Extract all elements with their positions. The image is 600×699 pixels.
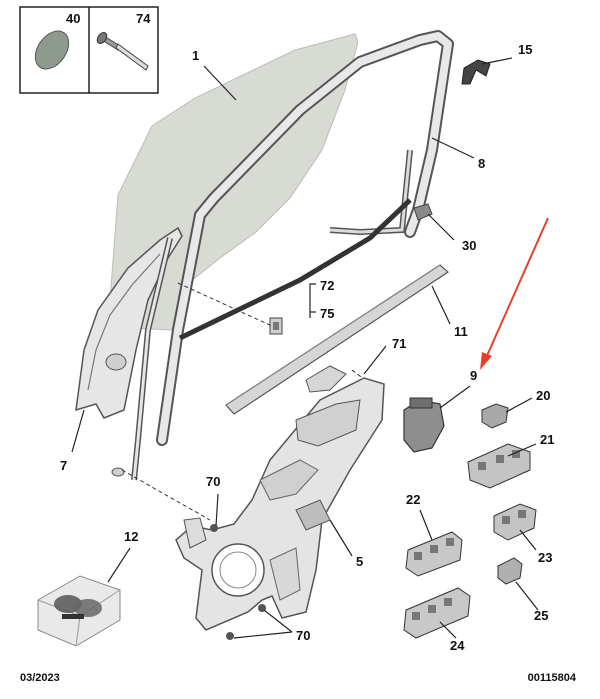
window-motor-module xyxy=(403,397,445,453)
connector-part-25 xyxy=(497,557,523,585)
window-regulator xyxy=(175,365,385,640)
callout-1: 1 xyxy=(192,48,199,63)
callout-leader-lines xyxy=(71,57,539,639)
callout-21: 21 xyxy=(540,432,554,447)
callout-70-upper: 70 xyxy=(206,474,220,489)
connector-part-21 xyxy=(467,443,531,489)
callout-9: 9 xyxy=(470,368,477,383)
connector-part-22 xyxy=(405,531,463,577)
outer-belt-strip xyxy=(225,264,449,415)
callout-24: 24 xyxy=(450,638,465,653)
legend-number-74: 74 xyxy=(136,11,151,26)
callout-15: 15 xyxy=(518,42,532,57)
callout-30: 30 xyxy=(462,238,476,253)
rivet-icon xyxy=(96,32,149,71)
callout-8: 8 xyxy=(478,156,485,171)
callout-71: 71 xyxy=(392,336,406,351)
adhesive-patch-icon xyxy=(34,30,70,70)
highlight-arrow xyxy=(480,217,549,370)
footer-date: 03/2023 xyxy=(20,672,60,684)
kit-box-part-12 xyxy=(37,575,121,647)
legend-box: 40 74 xyxy=(19,6,159,94)
clip-part-72-75 xyxy=(269,317,283,335)
callout-75: 75 xyxy=(320,306,334,321)
pad-part-30 xyxy=(413,203,433,221)
callout-20: 20 xyxy=(536,388,550,403)
callout-7: 7 xyxy=(60,458,67,473)
footer-diagram-code: 00115804 xyxy=(527,672,576,684)
callout-70-lower: 70 xyxy=(296,628,310,643)
callout-22: 22 xyxy=(406,492,420,507)
connector-part-20 xyxy=(481,403,509,429)
callout-25: 25 xyxy=(534,608,548,623)
inner-belt-strip xyxy=(178,198,412,341)
window-frame-seal xyxy=(156,30,454,446)
clip-part-15 xyxy=(461,59,491,85)
callout-numbers: 1 15 8 30 72 75 11 71 9 20 21 7 70 12 5 … xyxy=(60,42,554,653)
legend-number-40: 40 xyxy=(66,11,80,26)
callout-11: 11 xyxy=(454,324,468,339)
dashed-leader-lines xyxy=(121,282,366,521)
callout-12: 12 xyxy=(124,529,138,544)
callout-5: 5 xyxy=(356,554,363,569)
connector-part-23 xyxy=(493,503,537,541)
connector-part-24 xyxy=(403,587,471,639)
callout-72: 72 xyxy=(320,278,334,293)
rear-guide-channel xyxy=(75,226,183,481)
callout-23: 23 xyxy=(538,550,552,565)
